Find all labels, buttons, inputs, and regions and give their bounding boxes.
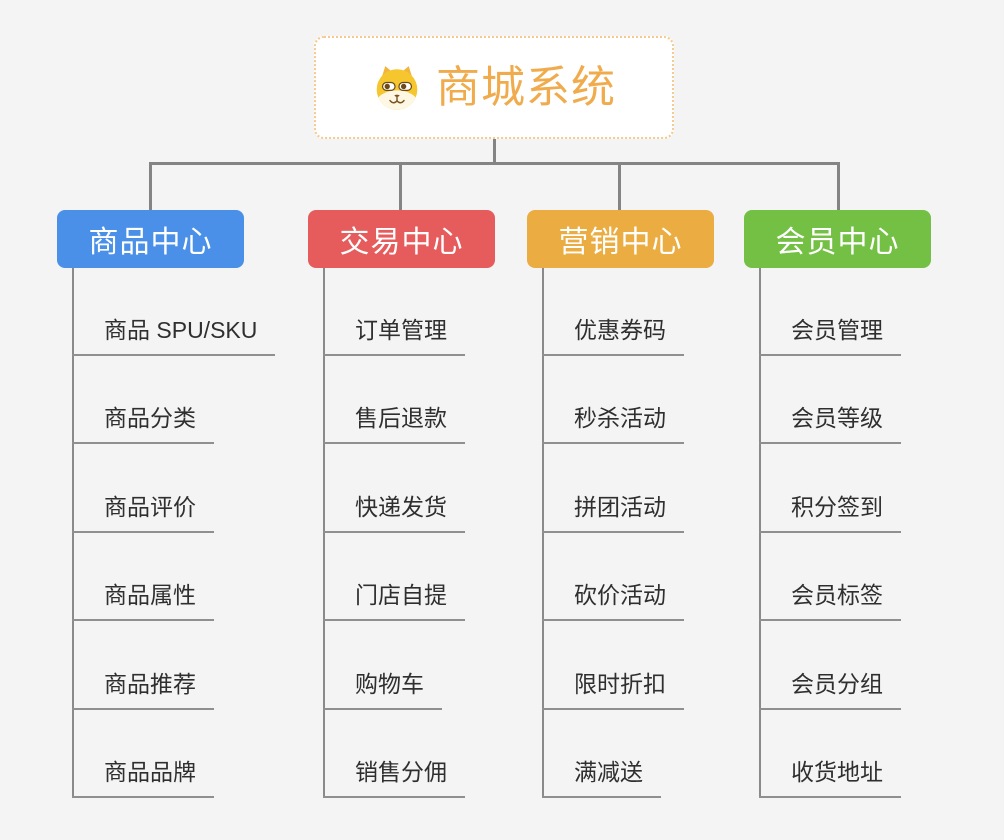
- child-node[interactable]: 秒杀活动: [542, 400, 684, 444]
- child-node[interactable]: 售后退款: [323, 400, 465, 444]
- branch-node-trade-center[interactable]: 交易中心: [308, 210, 495, 268]
- connector-horizontal: [149, 162, 840, 165]
- connector-drop-branch-1: [149, 162, 152, 211]
- connector-drop-branch-4: [837, 162, 840, 211]
- child-node[interactable]: 商品属性: [72, 577, 214, 621]
- child-node[interactable]: 会员分组: [759, 666, 901, 710]
- child-node[interactable]: 商品推荐: [72, 666, 214, 710]
- child-node[interactable]: 门店自提: [323, 577, 465, 621]
- child-node[interactable]: 快递发货: [323, 489, 465, 533]
- child-node[interactable]: 商品评价: [72, 489, 214, 533]
- child-node[interactable]: 订单管理: [323, 312, 465, 356]
- branch-node-member-center[interactable]: 会员中心: [744, 210, 931, 268]
- child-node[interactable]: 优惠券码: [542, 312, 684, 356]
- child-node[interactable]: 积分签到: [759, 489, 901, 533]
- child-node[interactable]: 限时折扣: [542, 666, 684, 710]
- child-node[interactable]: 砍价活动: [542, 577, 684, 621]
- child-node[interactable]: 销售分佣: [323, 754, 465, 798]
- branch-node-marketing-center[interactable]: 营销中心: [527, 210, 714, 268]
- branch-trunk-line: [542, 268, 544, 798]
- child-node[interactable]: 会员标签: [759, 577, 901, 621]
- branch-trunk-line: [72, 268, 74, 798]
- root-title: 商城系统: [436, 62, 616, 112]
- branch-node-product-center[interactable]: 商品中心: [57, 210, 244, 268]
- connector-drop-branch-3: [618, 162, 621, 211]
- child-node[interactable]: 商品品牌: [72, 754, 214, 798]
- connector-root-drop: [493, 139, 496, 164]
- branch-column-member: 会员中心 会员管理 会员等级 积分签到 会员标签 会员分组 收货地址: [744, 210, 974, 810]
- branch-column-marketing: 营销中心 优惠券码 秒杀活动 拼团活动 砍价活动 限时折扣 满减送: [527, 210, 757, 810]
- branch-column-trade: 交易中心 订单管理 售后退款 快递发货 门店自提 购物车 销售分佣: [308, 210, 538, 810]
- child-node[interactable]: 收货地址: [759, 754, 901, 798]
- branch-column-product: 商品中心 商品 SPU/SKU 商品分类 商品评价 商品属性 商品推荐 商品品牌: [57, 210, 287, 810]
- child-node[interactable]: 商品分类: [72, 400, 214, 444]
- root-node[interactable]: 商城系统: [314, 36, 674, 139]
- child-node[interactable]: 会员等级: [759, 400, 901, 444]
- child-node[interactable]: 拼团活动: [542, 489, 684, 533]
- dog-face-icon: [376, 65, 418, 110]
- child-node[interactable]: 购物车: [323, 666, 442, 710]
- branch-trunk-line: [323, 268, 325, 798]
- connector-drop-branch-2: [399, 162, 402, 211]
- branch-trunk-line: [759, 268, 761, 798]
- child-node[interactable]: 商品 SPU/SKU: [72, 312, 276, 356]
- child-node[interactable]: 满减送: [542, 754, 661, 798]
- child-node[interactable]: 会员管理: [759, 312, 901, 356]
